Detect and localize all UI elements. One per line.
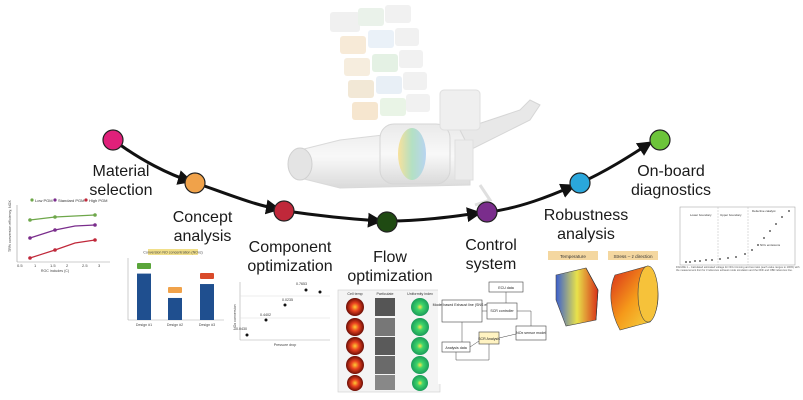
material-x-ticks: 0.5 1 1.5 2 2.5 3 [17,263,101,268]
material-tick-3: 1.5 [50,263,56,268]
diagnostics-points [685,210,790,263]
node-material-selection[interactable] [102,129,124,151]
exhaust-pipe [287,89,541,207]
label-control-system: Control system [465,237,517,273]
material-legend-2: Standard PGM [58,198,84,203]
path-segment-3 [285,209,383,228]
component-label-2: 0.0235 [282,298,293,302]
path-segment-1 [114,139,193,185]
material-tick-6: 3 [98,263,101,268]
concept-category-1: Design #1 [136,323,152,327]
component-point-labels: 0.7653 0.0235 0.4402 0.0430 [236,282,307,331]
temperature-label: Temperature [560,254,586,259]
control-box-exhaust-label: Model based Exhaust line (SNS etc.) [433,303,492,307]
concept-markers [137,263,214,293]
catalytic-converter-illustration [287,5,541,207]
flow-header-3: Uniformity index [407,292,433,296]
label-flow-optimization: Flow optimization [347,249,433,285]
material-xlabel: ROC includes (C) [41,269,69,273]
material-selection-thumbnail: Low PGM Standard PGM High PGM TR% conver… [2,197,114,273]
material-legend: Low PGM Standard PGM High PGM [30,198,107,203]
flow-header-2: Particulate [377,292,394,296]
control-box-scr-analysis: SCR Analysis [478,331,500,345]
path-segment-2 [195,181,281,215]
concept-bars [137,273,214,320]
concept-categories: Design #1 Design #2 Design #3 [136,323,215,327]
material-tick-2: 1 [34,263,37,268]
on-board-diagnostics-thumbnail: Lower boundary Upper boundary Defective … [670,204,800,278]
control-box-ecu: ECU data [488,281,524,293]
concept-category-2: Design #2 [167,323,183,327]
concept-title: Conversion NO concentration (NOxc) [143,251,203,255]
diagnostics-caption: FIGURE 1 – Calculated estimated voltage … [676,266,800,272]
component-ylabel: NOx conversion [233,304,237,330]
flow-particulate-column [375,298,395,390]
material-legend-1: Low PGM [35,198,53,203]
label-material-selection: Material selection [89,163,153,199]
node-flow-optimization[interactable] [376,211,398,233]
concept-bar-1 [137,273,151,320]
control-box-nox-label: NOx sensor model [516,331,546,335]
component-points [245,288,322,337]
label-on-board-diagnostics: On-board diagnostics [630,163,712,199]
control-box-scr-analysis-label: SCR Analysis [478,337,500,341]
material-line-series-2 [28,223,97,240]
component-label-1: 0.7653 [296,282,307,286]
material-legend-3: High PGM [89,198,107,203]
control-system-thumbnail: ECU data Model based Exhaust line (SNS e… [433,280,550,384]
control-box-scr-label: SCR controller [490,309,514,313]
path-segment-5 [488,183,576,214]
label-robustness-analysis: Robustness analysis [543,207,629,243]
temperature-panel: Temperature [541,251,599,327]
control-connectors [455,292,532,361]
flow-headers: Cell temp Particulate Uniformity index [347,292,433,296]
diagnostics-label-2: Upper boundary [720,213,742,217]
flow-temperature-column [346,298,364,391]
label-concept-analysis: Concept analysis [172,209,233,245]
control-box-nox: NOx sensor model [515,325,547,341]
component-label-4: 0.0430 [236,327,247,331]
material-tick-1: 0.5 [17,263,23,268]
label-component-optimization: Component optimization [247,239,333,275]
control-box-ecu-label: ECU data [498,286,514,290]
node-robustness-analysis[interactable] [569,172,591,194]
concept-analysis-thumbnail: Conversion NO concentration (NOxc) Desig… [121,246,226,330]
material-tick-5: 2.5 [82,263,88,268]
concept-category-3: Design #3 [199,323,215,327]
diagnostics-label-3: Defective catalyst [752,209,776,213]
node-component-optimization[interactable] [273,200,295,222]
node-on-board-diagnostics[interactable] [649,129,671,151]
component-xlabel: Pressure drop [274,343,297,347]
concept-bar-2 [168,297,182,320]
control-box-scr: SCR controller [486,302,518,320]
diagnostics-label-1: Lower boundary [690,213,712,217]
control-box-analysis-label: Analysis data [445,346,466,350]
stress-panel: Stress – z direction [601,251,659,331]
substrate-samples-grid [330,5,430,120]
path-segment-4 [388,207,482,223]
component-optimization-thumbnail: 0.7653 0.0235 0.4402 0.0430 Pressure dro… [230,278,333,348]
control-box-analysis: Analysis data [441,341,471,353]
flow-header-1: Cell temp [347,292,362,296]
diagnostics-labels: Lower boundary Upper boundary Defective … [690,209,781,247]
material-line-series-1 [28,213,97,222]
material-tick-4: 2 [66,263,69,268]
stage-nodes [102,129,671,233]
node-concept-analysis[interactable] [184,172,206,194]
diagnostics-label-4: NOx emissions [760,243,781,247]
flow-uniformity-column [411,298,429,391]
robustness-analysis-thumbnail: Temperature Stress – z direction [541,251,659,331]
concept-bar-3 [200,284,214,320]
node-control-system[interactable] [476,201,498,223]
component-label-3: 0.4402 [260,313,271,317]
material-ylabel: TR% conversion efficiency, NOX [8,200,12,252]
flow-optimization-thumbnail: Cell temp Particulate Uniformity index [337,289,441,393]
material-line-series-3 [28,238,97,260]
stress-label: Stress – z direction [613,254,653,259]
